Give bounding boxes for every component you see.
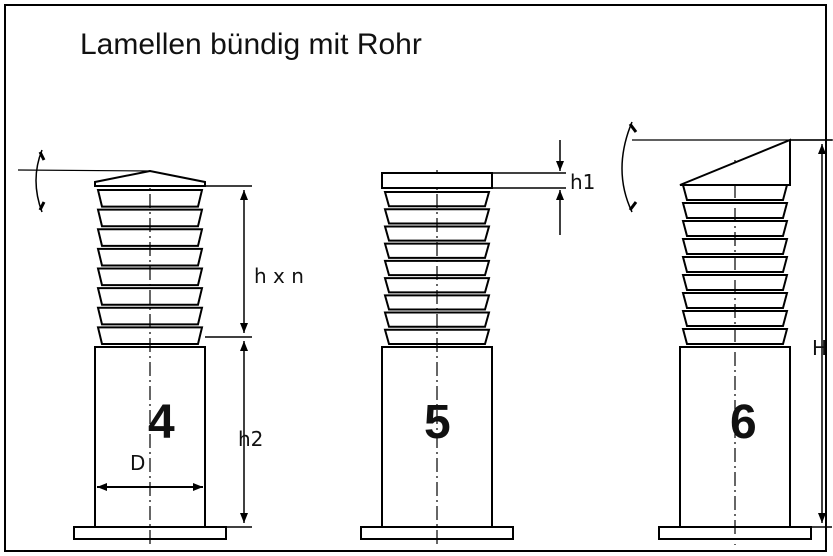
dimension-label-h-x-n: h x n: [254, 264, 304, 288]
angle-tick: [38, 151, 46, 161]
dimension-label-h2: h2: [238, 427, 263, 451]
lamella-8: [383, 328, 491, 345]
top-cap: [94, 169, 206, 187]
dimension-label-d: D: [130, 451, 145, 475]
variant-4-number: 4: [148, 396, 175, 449]
angle-tick: [628, 201, 638, 211]
drawing-title: Lamellen bündig mit Rohr: [80, 28, 422, 61]
lamella-3: [96, 247, 204, 267]
variant-5-number: 5: [424, 396, 451, 449]
drawing-frame: [4, 4, 827, 552]
lamella-1: [383, 208, 491, 225]
angle-arc: [35, 149, 43, 213]
reference-line: [17, 169, 151, 172]
dimension-label-h1: h1: [570, 170, 595, 194]
slanted-cap: [679, 138, 791, 186]
variant-6-number: 6: [730, 396, 757, 449]
lamella-3: [681, 238, 789, 255]
lamella-1: [96, 208, 204, 228]
lamella-7: [96, 326, 204, 345]
lamella-7: [681, 310, 789, 327]
angle-tick: [38, 201, 46, 211]
lamella-2: [681, 220, 789, 237]
angle-tick: [628, 123, 638, 133]
lamella-2: [383, 225, 491, 242]
lamella-6: [681, 292, 789, 309]
variant-4-drawing: [17, 149, 227, 545]
top-plate: [381, 172, 493, 189]
angle-arc: [621, 121, 633, 213]
dimension-lines: [97, 139, 832, 528]
variant-6-drawing: [621, 121, 833, 545]
variant-5-drawing: [360, 170, 514, 545]
dimension-label-h: H: [812, 336, 827, 360]
